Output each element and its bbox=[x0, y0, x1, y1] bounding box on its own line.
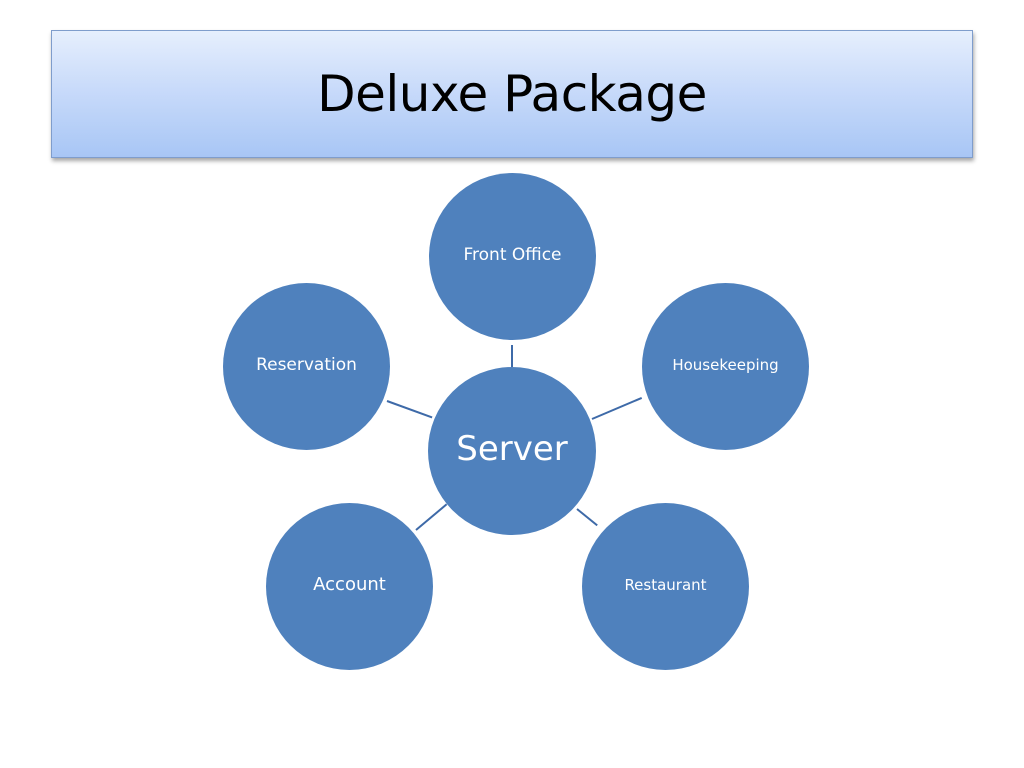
node-label: Reservation bbox=[256, 354, 357, 375]
title-banner: Deluxe Package bbox=[51, 30, 973, 158]
connector-front-office bbox=[511, 345, 513, 367]
node-account: Account bbox=[266, 503, 433, 670]
connector-account bbox=[415, 503, 448, 531]
node-reservation: Reservation bbox=[223, 283, 390, 450]
connector-housekeeping bbox=[591, 396, 643, 420]
connector-restaurant bbox=[576, 508, 598, 527]
node-front-office: Front Office bbox=[429, 173, 596, 340]
node-label: Server bbox=[456, 429, 568, 469]
node-label: Account bbox=[313, 574, 386, 595]
node-restaurant: Restaurant bbox=[582, 503, 749, 670]
node-server: Server bbox=[428, 367, 596, 535]
connector-reservation bbox=[386, 400, 433, 419]
node-label: Front Office bbox=[463, 244, 562, 265]
node-label: Housekeeping bbox=[672, 355, 779, 374]
node-housekeeping: Housekeeping bbox=[642, 283, 809, 450]
page-title: Deluxe Package bbox=[317, 65, 707, 123]
node-label: Restaurant bbox=[624, 575, 707, 594]
